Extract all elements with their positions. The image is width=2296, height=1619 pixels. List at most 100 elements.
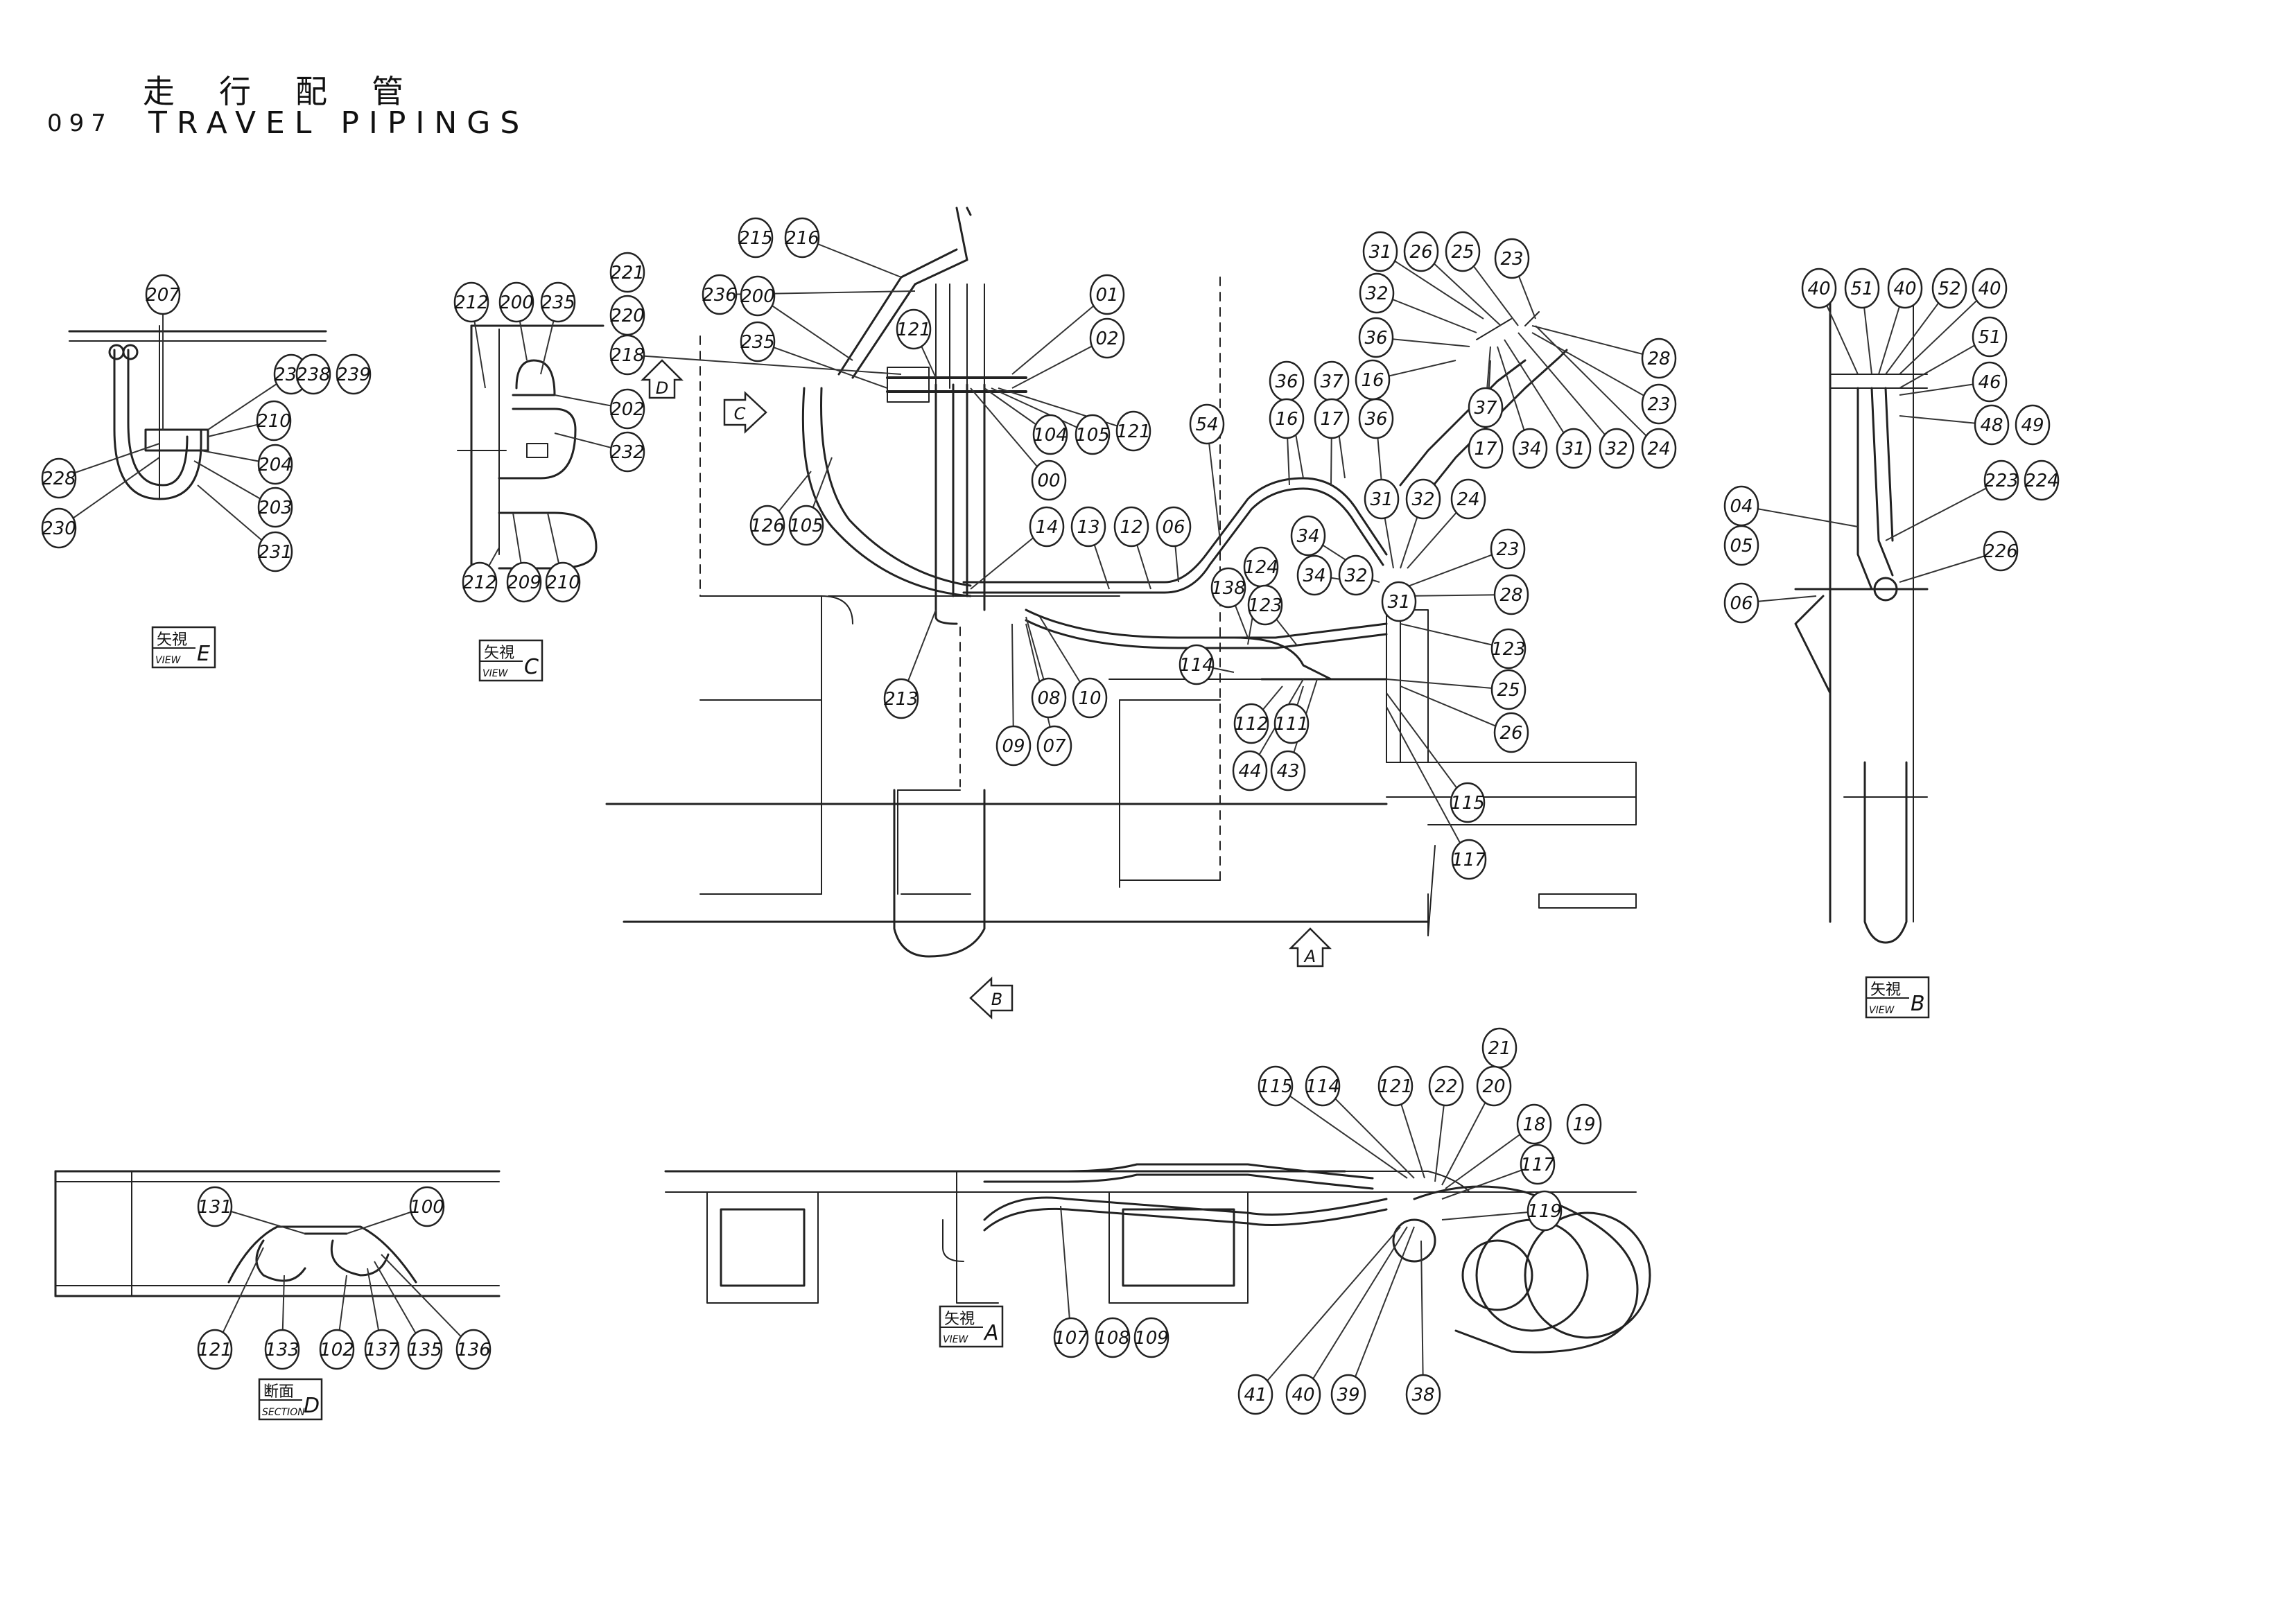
callout-number: 25 [1497, 680, 1520, 701]
part-callout-main-mid: 37 [1314, 360, 1350, 402]
part-callout-view-a: 41 [1237, 1374, 1273, 1415]
callout-bubble [540, 281, 576, 323]
part-callout-view-b: 51 [1972, 316, 2008, 358]
leader-line [1011, 294, 1108, 375]
callout-bubble [1237, 1374, 1273, 1415]
part-callout-main-right_top: 25 [1445, 231, 1481, 272]
callout-bubble [1641, 338, 1677, 379]
callout-number: 37 [1474, 398, 1497, 419]
part-callout-view-e: 230 [41, 507, 77, 549]
callout-number: 17 [1474, 439, 1497, 460]
view-arrow-a: A [1288, 927, 1332, 968]
callout-number: 115 [1258, 1076, 1293, 1097]
roller-circle [1461, 1239, 1533, 1311]
callout-bubble [1450, 782, 1486, 823]
part-callout-view-b: 224 [2024, 460, 2060, 501]
window-frame [1122, 1208, 1235, 1287]
callout-bubble [41, 457, 77, 499]
part-callout-view-c: 209 [506, 561, 542, 603]
arrow-letter: C [734, 404, 746, 423]
idler-circle [1524, 1211, 1651, 1339]
part-callout-main-mid: 123 [1490, 628, 1527, 670]
callout-number: 32 [1344, 566, 1367, 586]
part-callout-main-mid: 08 [1031, 677, 1067, 719]
callout-bubble [1089, 317, 1125, 359]
roller-circle [1392, 1218, 1436, 1263]
callout-bubble [788, 505, 824, 546]
part-callout-main-mid: 111 [1273, 703, 1310, 744]
view-arrow-d: D [640, 359, 684, 399]
callout-number: 31 [1368, 242, 1391, 263]
callout-number: 131 [198, 1197, 232, 1218]
callout-bubble [256, 400, 292, 441]
part-callout-view-b: 06 [1723, 582, 1759, 624]
part-callout-main-right_top: 28 [1641, 338, 1677, 379]
callout-number: 111 [1274, 714, 1309, 735]
callout-number: 212 [454, 292, 489, 313]
callout-number: 138 [1211, 578, 1246, 599]
callout-bubble [609, 334, 645, 376]
callout-bubble [1556, 428, 1592, 469]
callout-number: 121 [198, 1340, 232, 1360]
callout-bubble [1972, 268, 2008, 309]
callout-bubble [1801, 268, 1837, 309]
callout-bubble [1599, 428, 1635, 469]
part-callout-main-right_top: 37 [1468, 387, 1504, 428]
callout-number: 221 [610, 263, 645, 283]
part-callout-section-d: 102 [319, 1329, 355, 1370]
part-callout-view-c: 212 [462, 561, 498, 603]
part-callout-section-d: 135 [407, 1329, 443, 1370]
callout-bubble [740, 321, 776, 362]
callout-bubble [1468, 428, 1504, 469]
callout-number: 121 [1116, 421, 1151, 442]
leader-line [1420, 1240, 1424, 1395]
part-callout-view-b: 05 [1723, 525, 1759, 566]
callout-bubble [1031, 677, 1067, 719]
callout-number: 136 [456, 1340, 491, 1360]
callout-bubble [609, 252, 645, 293]
part-callout-main-top: 00 [1031, 460, 1067, 501]
part-callout-main-mid: 16 [1269, 398, 1305, 439]
callout-number: 41 [1244, 1385, 1267, 1406]
callout-bubble [1305, 1065, 1341, 1107]
part-callout-view-c: 232 [609, 431, 645, 473]
callout-number: 207 [146, 285, 180, 306]
callout-number: 203 [258, 498, 293, 518]
part-callout-view-b: 40 [1801, 268, 1837, 309]
part-callout-view-b: 52 [1931, 268, 1967, 309]
callout-number: 25 [1451, 242, 1474, 263]
callout-number: 231 [258, 542, 293, 563]
hose [962, 477, 1388, 584]
part-callout-main-top: 105 [788, 505, 824, 546]
callout-bubble [1972, 316, 2008, 358]
callout-number: 36 [1364, 328, 1387, 349]
part-callout-section-d: 121 [197, 1329, 233, 1370]
callout-number: 216 [785, 228, 819, 249]
leader-line [1275, 1085, 1408, 1179]
frame-line [1386, 762, 1637, 798]
leader-line [1504, 339, 1574, 449]
callout-number: 06 [1730, 593, 1753, 614]
part-callout-view-a: 39 [1330, 1374, 1366, 1415]
part-callout-main-top: 02 [1089, 317, 1125, 359]
callout-bubble [1210, 567, 1246, 609]
part-callout-main-top: 105 [1075, 414, 1111, 455]
part-callout-view-a: 38 [1405, 1374, 1441, 1415]
leader-line [1517, 332, 1617, 449]
frame-line [1427, 845, 1436, 936]
leader-line [1348, 1226, 1415, 1395]
part-callout-main-mid: 114 [1179, 644, 1215, 685]
part-callout-main-right_top: 17 [1468, 428, 1504, 469]
callout-number: 40 [1978, 279, 2001, 299]
block [526, 443, 548, 458]
callout-bubble [2015, 404, 2051, 446]
arrow-shape [723, 391, 767, 434]
part-callout-main-right_top: 23 [1641, 383, 1677, 425]
callout-number: 37 [1320, 371, 1343, 392]
callout-number: 121 [896, 320, 931, 340]
part-callout-main-mid: 36 [1269, 360, 1305, 402]
callout-number: 123 [1248, 595, 1282, 616]
view-label-letter: C [524, 655, 539, 679]
callout-bubble [1516, 1103, 1552, 1145]
callout-bubble [784, 217, 820, 259]
